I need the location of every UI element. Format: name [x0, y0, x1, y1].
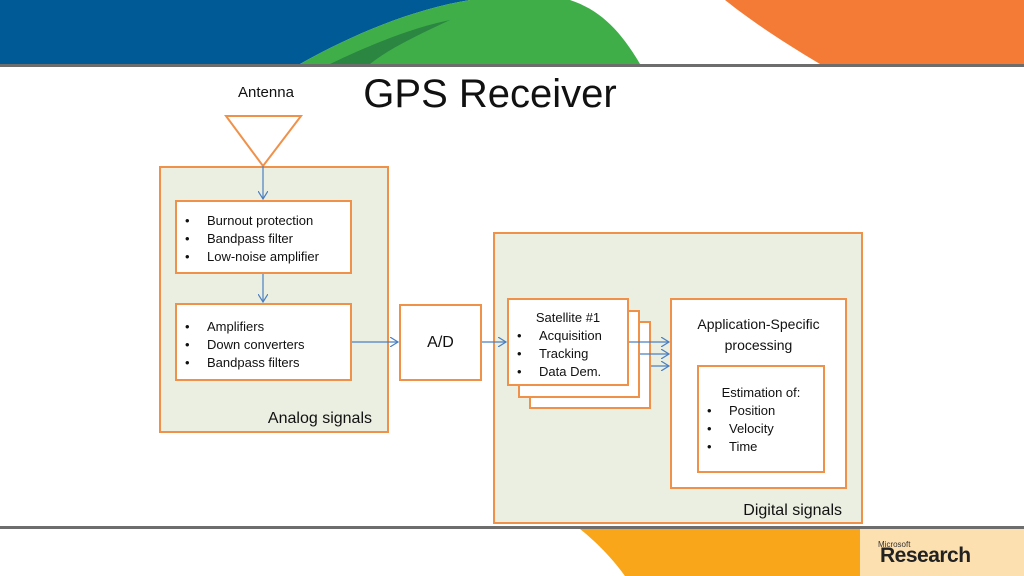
digital-signals-label: Digital signals: [743, 502, 842, 519]
logo-microsoft-text: Microsoft: [878, 540, 911, 549]
list-item: Burnout protection: [177, 212, 350, 230]
ad-label: A/D: [427, 333, 454, 351]
page-title: GPS Receiver: [363, 72, 617, 116]
front-end-box: Burnout protection Bandpass filter Low-n…: [175, 200, 352, 274]
antenna-triangle-icon: [224, 115, 304, 168]
list-item: Bandpass filter: [177, 230, 350, 248]
satellite-title: Satellite #1: [535, 310, 601, 325]
top-divider: [0, 64, 1024, 67]
estimation-title: Estimation of:: [721, 385, 801, 400]
list-item: Acquisition: [509, 327, 627, 345]
list-item: Bandpass filters: [177, 354, 350, 372]
bottom-divider: [0, 526, 1024, 529]
ad-converter-box: A/D: [399, 304, 482, 381]
list-item: Velocity: [699, 420, 823, 438]
antenna-label: Antenna: [238, 84, 294, 101]
application-processing-title: Application-Specific processing: [697, 316, 820, 353]
list-item: Tracking: [509, 345, 627, 363]
list-item: Down converters: [177, 336, 350, 354]
analog-signals-label: Analog signals: [267, 410, 372, 427]
footer-gold-shape: [580, 529, 860, 576]
satellite-channel-box: Satellite #1 Acquisition Tracking Data D…: [507, 298, 629, 386]
banner-darkgreen-shape: [330, 20, 450, 64]
banner-orange-shape: [725, 0, 1024, 64]
list-item: Position: [699, 402, 823, 420]
rf-chain-box: Amplifiers Down converters Bandpass filt…: [175, 303, 352, 381]
list-item: Low-noise amplifier: [177, 248, 350, 266]
footer-gold-fade: [860, 529, 1024, 576]
logo-research-text: Research: [880, 544, 971, 567]
banner-blue-shape: [0, 0, 470, 64]
list-item: Time: [699, 438, 823, 456]
estimation-box: Estimation of: Position Velocity Time: [697, 365, 825, 473]
list-item: Amplifiers: [177, 318, 350, 336]
list-item: Data Dem.: [509, 363, 627, 381]
